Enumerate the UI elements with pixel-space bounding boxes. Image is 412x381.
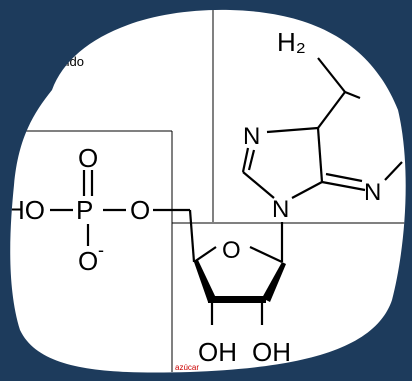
atom-hydroxyl-left: HO [6,195,45,225]
paper-sheet [10,9,406,373]
atom-oxygen-bottom: O [78,246,98,276]
phosphate-bonds [50,170,196,263]
atom-oxygen-top: O [78,143,98,173]
nucleotide-label: tido [63,54,84,69]
atom-phosphorus: P [76,195,93,225]
sugar-label: azúcar [175,363,199,372]
ribose-wedges [194,260,286,303]
purine-ring-bonds [241,57,403,199]
atom-oxygen-bridge: O [130,195,150,225]
atom-ring-oxygen: O [222,237,241,264]
atom-n7: N [243,123,260,150]
atom-oh-left: OH [198,337,237,367]
atom-n9: N [272,196,289,223]
amine-fragment: H₂ [277,27,306,57]
atom-n3: N [364,179,381,206]
ribose-bonds [193,222,284,325]
atom-charge: - [98,240,104,260]
region-dividers [10,10,406,372]
atom-oh-right: OH [252,337,291,367]
